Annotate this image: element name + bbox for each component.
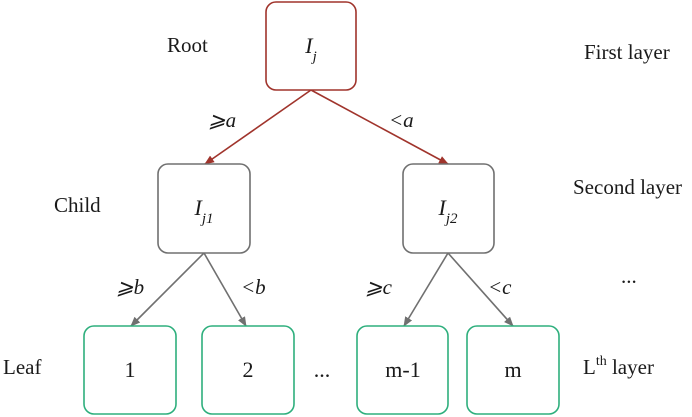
child-label: Child bbox=[54, 193, 101, 217]
layers-ellipsis: ... bbox=[621, 264, 637, 288]
leaf-node-1-label: 1 bbox=[125, 357, 136, 382]
edge-root-to-child1 bbox=[204, 89, 312, 165]
leaf-node-m-label: m bbox=[504, 357, 521, 382]
edge-label-ge-b: ⩾b bbox=[116, 275, 144, 299]
root-node bbox=[265, 1, 357, 91]
edge-child1-to-leaf1 bbox=[130, 252, 205, 327]
leaf-node-m-minus-1-label: m-1 bbox=[385, 357, 420, 382]
leaf-node-m bbox=[466, 325, 560, 415]
edge-label-ge-c: ⩾c bbox=[365, 275, 393, 299]
child-node-1 bbox=[157, 163, 251, 254]
lth-layer-label: Lth layer bbox=[583, 354, 654, 379]
edge-child1-to-leaf2 bbox=[203, 252, 247, 327]
child-node-2-label: Ij2 bbox=[438, 195, 458, 227]
edge-label-lt-b: <b bbox=[241, 275, 266, 299]
first-layer-label: First layer bbox=[584, 40, 670, 64]
edge-label-ge-a: ⩾a bbox=[208, 108, 236, 132]
root-label: Root bbox=[167, 33, 208, 57]
edge-label-lt-a: <a bbox=[389, 108, 414, 132]
child-node-1-label: Ij1 bbox=[194, 195, 214, 227]
leaf-node-2 bbox=[201, 325, 295, 415]
leaf-node-1 bbox=[83, 325, 177, 415]
leaf-ellipsis: ... bbox=[314, 357, 331, 382]
edge-root-to-child2 bbox=[310, 89, 449, 165]
second-layer-label: Second layer bbox=[573, 175, 682, 199]
edge-label-lt-c: <c bbox=[488, 275, 512, 299]
edge-child2-to-leaf4 bbox=[447, 252, 514, 327]
leaf-label: Leaf bbox=[3, 355, 41, 379]
leaf-node-m-minus-1 bbox=[356, 325, 449, 415]
root-node-label: Ij bbox=[304, 33, 317, 65]
child-node-2 bbox=[402, 163, 495, 254]
edge-child2-to-leaf3 bbox=[403, 252, 449, 327]
leaf-node-2-label: 2 bbox=[243, 357, 254, 382]
